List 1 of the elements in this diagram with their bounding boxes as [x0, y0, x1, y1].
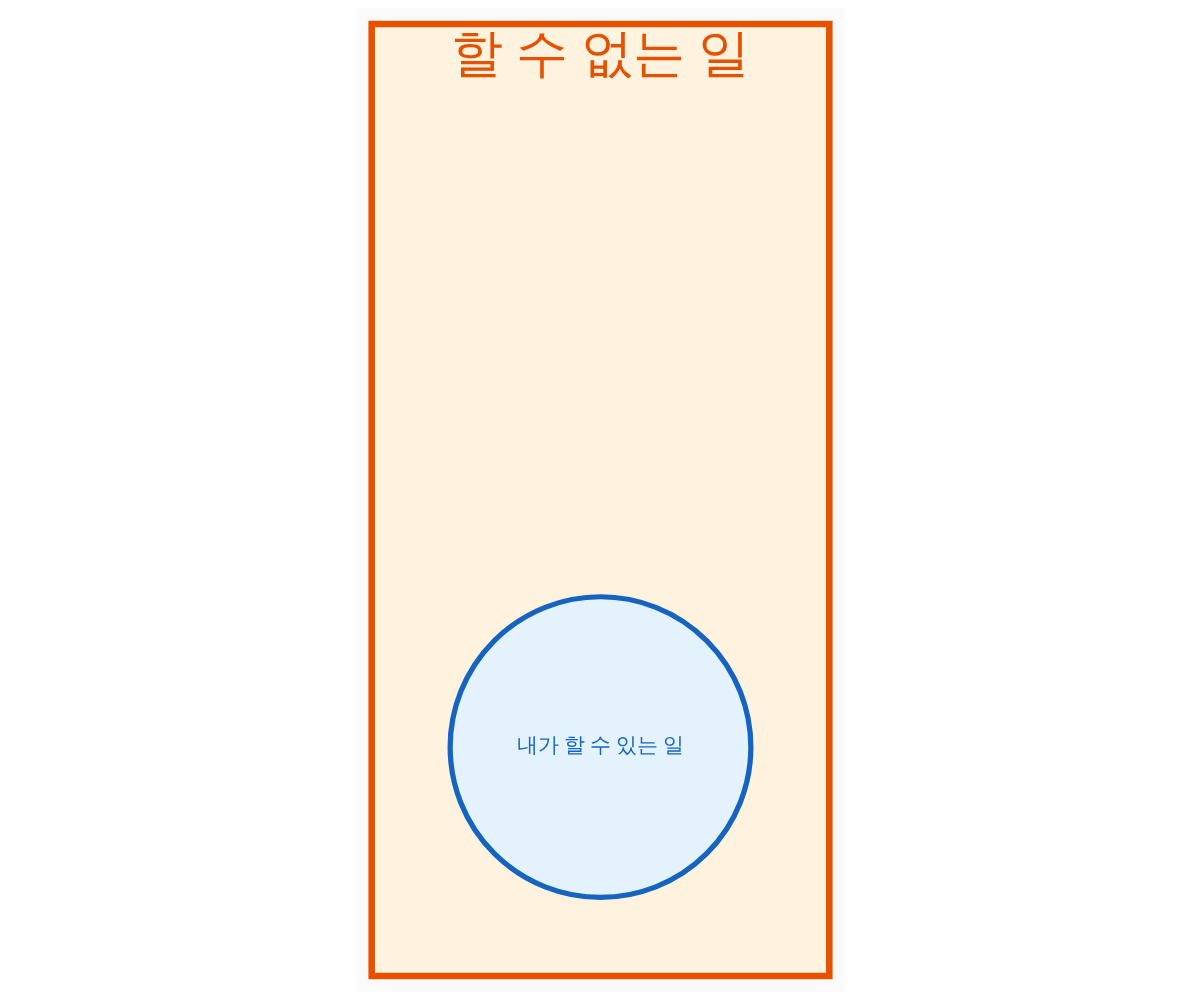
- node-circle: 내가 할 수 있는 일: [447, 594, 753, 901]
